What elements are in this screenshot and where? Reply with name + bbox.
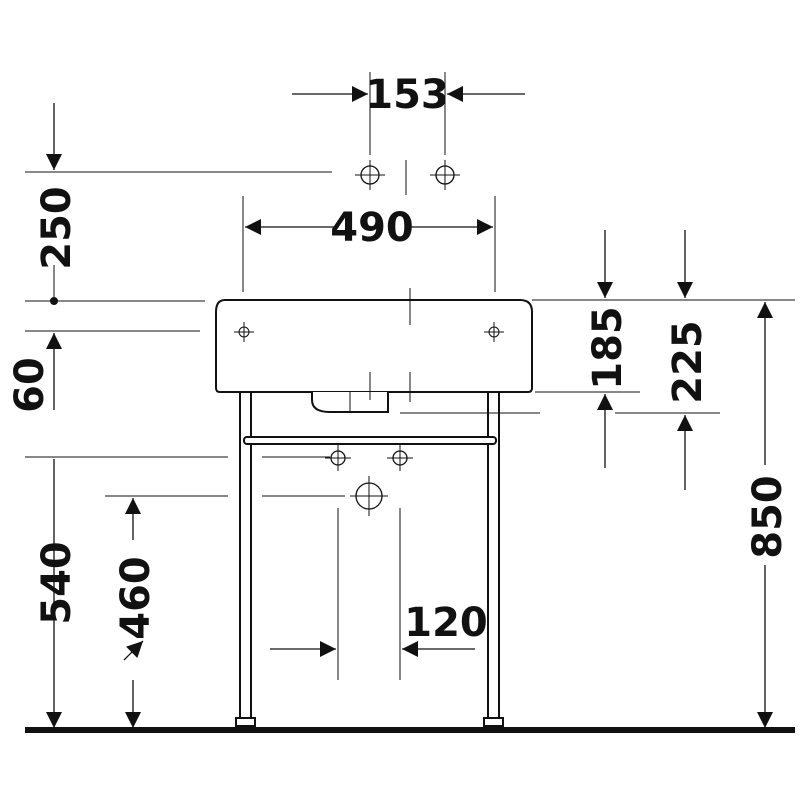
dim-label-depth-225: 225 [665, 320, 711, 404]
supply-connection-right-icon [387, 445, 413, 471]
dim-label-rim-offset: 60 [7, 357, 53, 413]
tap-connection-upper-right-icon [430, 160, 460, 190]
dim-label-depth-185: 185 [585, 306, 631, 390]
metal-console [235, 391, 504, 727]
dim-label-total-height: 850 [745, 475, 791, 559]
dim-label-rail-height: 540 [34, 541, 80, 625]
supply-connection-left-icon [325, 445, 351, 471]
dim-label-tap-height: 250 [34, 186, 80, 270]
waste-connection-icon [350, 476, 388, 516]
dim-label-basin-width: 490 [330, 205, 414, 251]
mounting-hole-right-icon [484, 322, 504, 342]
mounting-hole-left-icon [234, 322, 254, 342]
dimension-arrows [46, 86, 773, 728]
dim-label-waste-offset: 120 [404, 600, 488, 646]
dim-label-waste-height: 460 [113, 556, 159, 640]
dim-label-tap-spacing: 153 [365, 72, 449, 118]
tap-connection-upper-left-icon [355, 160, 385, 190]
washbasin [215, 288, 533, 413]
